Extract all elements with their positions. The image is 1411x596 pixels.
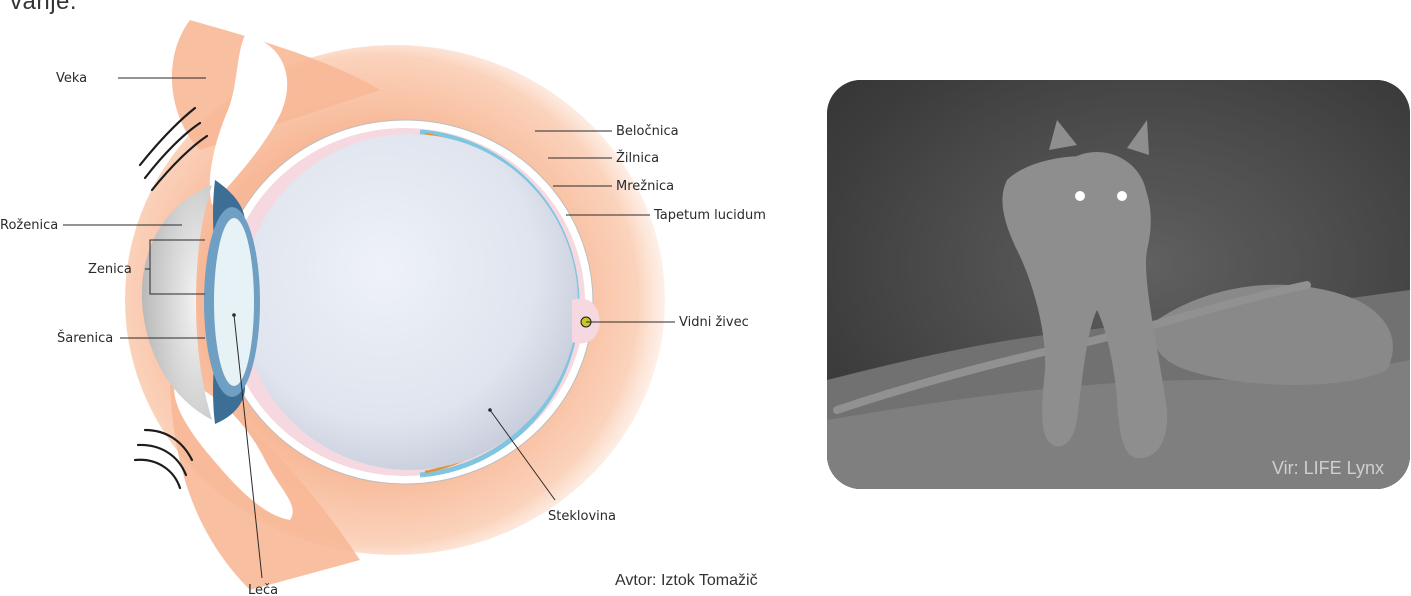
label-steklovina: Steklovina (548, 509, 616, 524)
label-leca: Leča (248, 583, 278, 596)
label-vidni-zivec: Vidni živec (679, 315, 749, 330)
label-zilnica: Žilnica (616, 150, 659, 166)
eye-anatomy-diagram: Veka Beločnica Žilnica Mrežnica Tapetum … (0, 0, 820, 596)
lynx-night-photo: Vir: LIFE Lynx (827, 80, 1410, 489)
label-tapetum-lucidum: Tapetum lucidum (653, 208, 766, 223)
label-zenica: Zenica (88, 262, 132, 277)
label-veka: Veka (56, 71, 87, 86)
label-sarenica: Šarenica (57, 330, 113, 346)
diagram-author-credit: Avtor: Iztok Tomažič (615, 572, 758, 590)
label-rozenica: Roženica (0, 218, 58, 233)
photo-source-credit: Vir: LIFE Lynx (1272, 458, 1384, 479)
lynx-photo-illustration (827, 80, 1410, 489)
label-belocnica: Beločnica (616, 124, 679, 139)
label-mreznica: Mrežnica (616, 179, 674, 194)
eyeball (217, 120, 593, 484)
